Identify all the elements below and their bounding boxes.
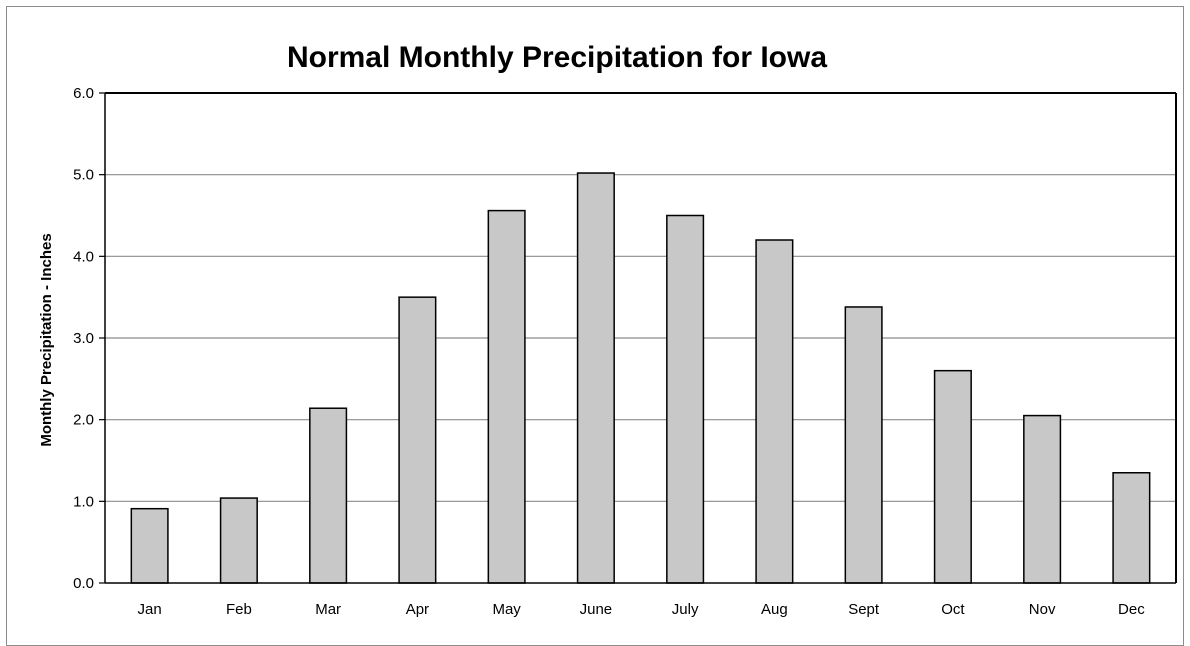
y-tick-label: 5.0 bbox=[73, 167, 94, 184]
y-tick-label: 3.0 bbox=[73, 330, 94, 347]
axes bbox=[99, 92, 1177, 584]
bars bbox=[130, 172, 1151, 584]
x-tick-label: Nov bbox=[1029, 601, 1056, 618]
bar-mar bbox=[309, 407, 348, 584]
bar-feb bbox=[219, 497, 258, 584]
x-tick-label: Feb bbox=[226, 601, 252, 618]
x-tick-label: Oct bbox=[941, 601, 965, 618]
bar-dec bbox=[1112, 472, 1151, 584]
x-tick-label: July bbox=[672, 601, 699, 618]
bar-june bbox=[576, 172, 615, 584]
x-tick-label: May bbox=[492, 601, 521, 618]
bar-nov bbox=[1023, 414, 1062, 584]
x-tick-label: Aug bbox=[761, 601, 788, 618]
y-tick-label: 6.0 bbox=[73, 85, 94, 102]
x-tick-labels: Jan Feb Mar Apr May June July Aug Sept Oct Nov Dec bbox=[138, 601, 1146, 618]
y-tick-label: 0.0 bbox=[73, 575, 94, 592]
gridlines bbox=[105, 174, 1176, 502]
bar-july bbox=[666, 214, 705, 584]
y-tick-label: 4.0 bbox=[73, 248, 94, 265]
x-tick-label: Apr bbox=[406, 601, 429, 618]
bar-jan bbox=[130, 507, 169, 584]
x-tick-label: June bbox=[580, 601, 613, 618]
bar-oct bbox=[933, 369, 972, 584]
bar-aug bbox=[755, 239, 794, 584]
x-tick-label: Sept bbox=[848, 601, 880, 618]
y-tick-label: 2.0 bbox=[73, 412, 94, 429]
x-tick-label: Jan bbox=[138, 601, 162, 618]
y-tick-labels: 0.0 1.0 2.0 3.0 4.0 5.0 6.0 bbox=[73, 85, 94, 592]
x-tick-label: Dec bbox=[1118, 601, 1145, 618]
bar-chart: Normal Monthly Precipitation for Iowa 0.… bbox=[38, 41, 1177, 618]
x-tick-label: Mar bbox=[315, 601, 341, 618]
bar-sept bbox=[844, 306, 883, 584]
chart-title: Normal Monthly Precipitation for Iowa bbox=[287, 41, 827, 74]
y-tick-label: 1.0 bbox=[73, 493, 94, 510]
bar-apr bbox=[398, 296, 437, 584]
y-axis-label: Monthly Precipitation - Inches bbox=[38, 233, 55, 446]
bar-may bbox=[487, 209, 526, 584]
